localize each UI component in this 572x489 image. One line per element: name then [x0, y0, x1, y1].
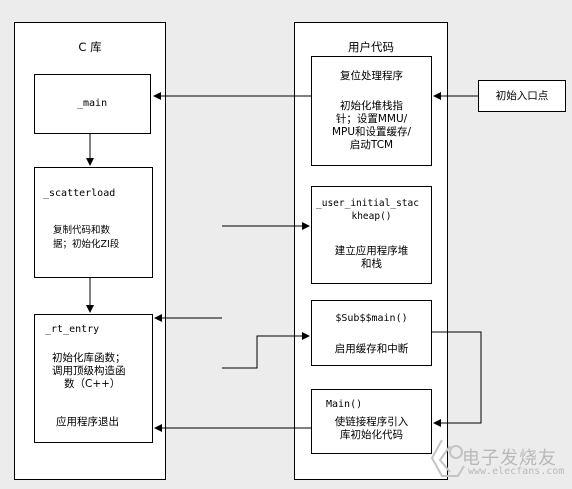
user-main-box: Main() 使链接程序引入 库初始化代码: [311, 389, 432, 454]
sub-main-line1: 启用缓存和中断: [334, 343, 409, 355]
user-main-line1: 使链接程序引入: [334, 416, 409, 428]
rt-entry-line3: 数（C++）: [64, 378, 121, 390]
main-label: _main: [77, 98, 108, 109]
sub-main-label: $Sub$$main(): [335, 313, 408, 324]
user-main-label: Main(): [326, 399, 363, 410]
scatterload-label: _scatterload: [43, 188, 116, 199]
scatterload-line1: 复制代码和数: [53, 225, 111, 236]
watermark-text: 电子发烧友: [462, 448, 557, 469]
reset-handler-box: 复位处理程序 初始化堆栈指 针；设置MMU/ MPU和设置缓存/ 启动TCM: [311, 56, 432, 166]
main-box: _main: [34, 74, 151, 134]
user-code-title: 用户代码: [348, 40, 394, 54]
rt-entry-line1: 初始化库函数；: [52, 352, 126, 364]
sub-main-box: $Sub$$main() 启用缓存和中断: [311, 300, 432, 366]
entry-point-box: 初始入口点: [478, 80, 566, 112]
scatterload-box: _scatterload 复制代码和数 据；初始化ZI段: [34, 167, 153, 278]
stackheap-box: _user_initial_stac kheap() 建立应用程序堆 和栈: [311, 186, 432, 284]
rt-entry-label: _rt_entry: [45, 324, 100, 335]
user-main-line2: 库初始化代码: [340, 429, 403, 441]
reset-line4: MPU和设置缓存/: [331, 126, 412, 138]
arrow-submain-to-usermain: [432, 331, 482, 427]
arrow-rtentry-to-submain: [222, 332, 310, 369]
rt-entry-line2: 调用顶级构造函: [52, 365, 126, 377]
watermark-url: www.elecfans.com: [468, 466, 565, 477]
stackheap-line2: kheap(): [351, 211, 392, 222]
rt-entry-box: _rt_entry 初始化库函数； 调用顶级构造函 数（C++） 应用程序退出: [34, 314, 153, 443]
reset-line5: 启动TCM: [349, 139, 394, 151]
c-library-title: C 库: [78, 40, 102, 54]
app-exit-label: 应用程序退出: [56, 416, 119, 428]
stackheap-line3: 建立应用程序堆: [334, 245, 409, 257]
reset-line2: 初始化堆栈指: [340, 100, 403, 112]
reset-line3: 针；设置MMU/: [335, 113, 408, 125]
stackheap-line4: 和栈: [361, 258, 382, 270]
reset-line1: 复位处理程序: [340, 70, 403, 82]
scatterload-line2: 据；初始化ZI段: [53, 239, 120, 250]
stackheap-line1: _user_initial_stac: [316, 198, 419, 209]
entry-point-label: 初始入口点: [495, 90, 549, 102]
elecfans-logo-icon: [430, 439, 465, 477]
